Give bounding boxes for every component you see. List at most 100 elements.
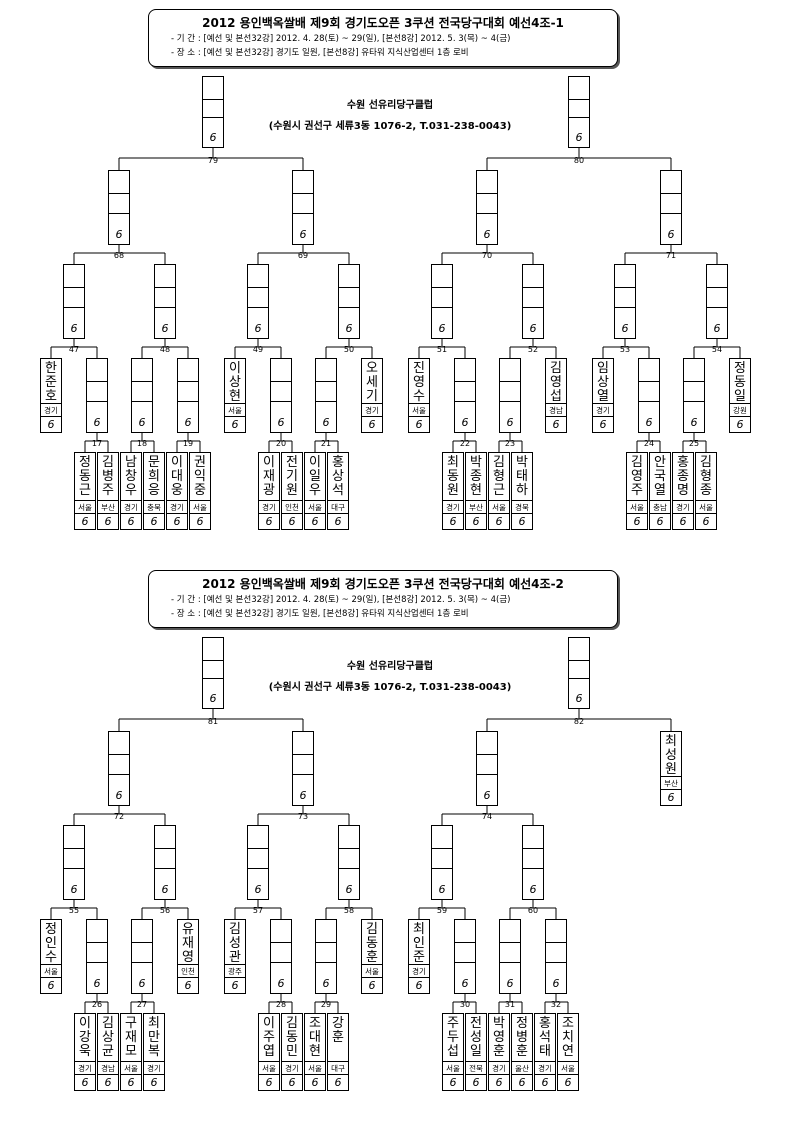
- score-box[interactable]: 6: [247, 825, 269, 900]
- score-box[interactable]: 6: [476, 731, 498, 806]
- score-box[interactable]: 6: [454, 919, 476, 994]
- score-box[interactable]: 6: [270, 919, 292, 994]
- score-box[interactable]: 6: [86, 919, 108, 994]
- score-box[interactable]: 6: [63, 264, 85, 339]
- score-box[interactable]: 6: [202, 76, 224, 148]
- divider: [248, 287, 268, 288]
- score-box[interactable]: 6: [154, 264, 176, 339]
- score-box[interactable]: 6: [499, 358, 521, 433]
- score-box[interactable]: 6: [338, 825, 360, 900]
- score-box[interactable]: 6: [706, 264, 728, 339]
- score-box[interactable]: 6: [108, 170, 130, 245]
- player-region: 서울: [443, 1061, 463, 1075]
- score-box[interactable]: 6: [522, 264, 544, 339]
- score-box[interactable]: 6: [522, 825, 544, 900]
- score-box[interactable]: 6: [247, 264, 269, 339]
- divider: [432, 868, 452, 869]
- score-box[interactable]: 6: [683, 358, 705, 433]
- score-box[interactable]: 6: [63, 825, 85, 900]
- score-box[interactable]: 6: [270, 358, 292, 433]
- score-box[interactable]: 6: [338, 264, 360, 339]
- score-box[interactable]: 6: [499, 919, 521, 994]
- score-box[interactable]: 6: [545, 919, 567, 994]
- score-box[interactable]: 6: [131, 358, 153, 433]
- score-mark: 6: [259, 1074, 279, 1090]
- score-mark: 6: [696, 513, 716, 529]
- divider: [271, 942, 291, 943]
- player-region: 서울: [558, 1061, 578, 1075]
- score-box[interactable]: 6: [476, 170, 498, 245]
- score-box[interactable]: 6: [131, 919, 153, 994]
- score-box[interactable]: 6: [638, 358, 660, 433]
- player-region: 부산: [466, 500, 486, 514]
- score-mark: 6: [115, 228, 123, 241]
- score-box[interactable]: 6: [177, 358, 199, 433]
- score-box[interactable]: 6: [108, 731, 130, 806]
- score-box[interactable]: 6: [454, 358, 476, 433]
- score-box[interactable]: 6: [431, 825, 453, 900]
- tournament-period: - 기 간 : [예선 및 본선32강] 2012. 4. 28(토) ~ 29…: [171, 595, 511, 605]
- score-box[interactable]: 6: [431, 264, 453, 339]
- score-mark: 6: [529, 883, 537, 896]
- score-box[interactable]: 6: [614, 264, 636, 339]
- score-box[interactable]: 6: [154, 825, 176, 900]
- score-box[interactable]: 6: [568, 637, 590, 709]
- score-box[interactable]: 6: [292, 731, 314, 806]
- score-box[interactable]: 6: [660, 170, 682, 245]
- score-box[interactable]: 6: [315, 919, 337, 994]
- score-box[interactable]: 6: [86, 358, 108, 433]
- score-box[interactable]: 6: [292, 170, 314, 245]
- score-box[interactable]: 6: [202, 637, 224, 709]
- score-box[interactable]: 6: [568, 76, 590, 148]
- score-box[interactable]: 6: [315, 358, 337, 433]
- divider: [500, 381, 520, 382]
